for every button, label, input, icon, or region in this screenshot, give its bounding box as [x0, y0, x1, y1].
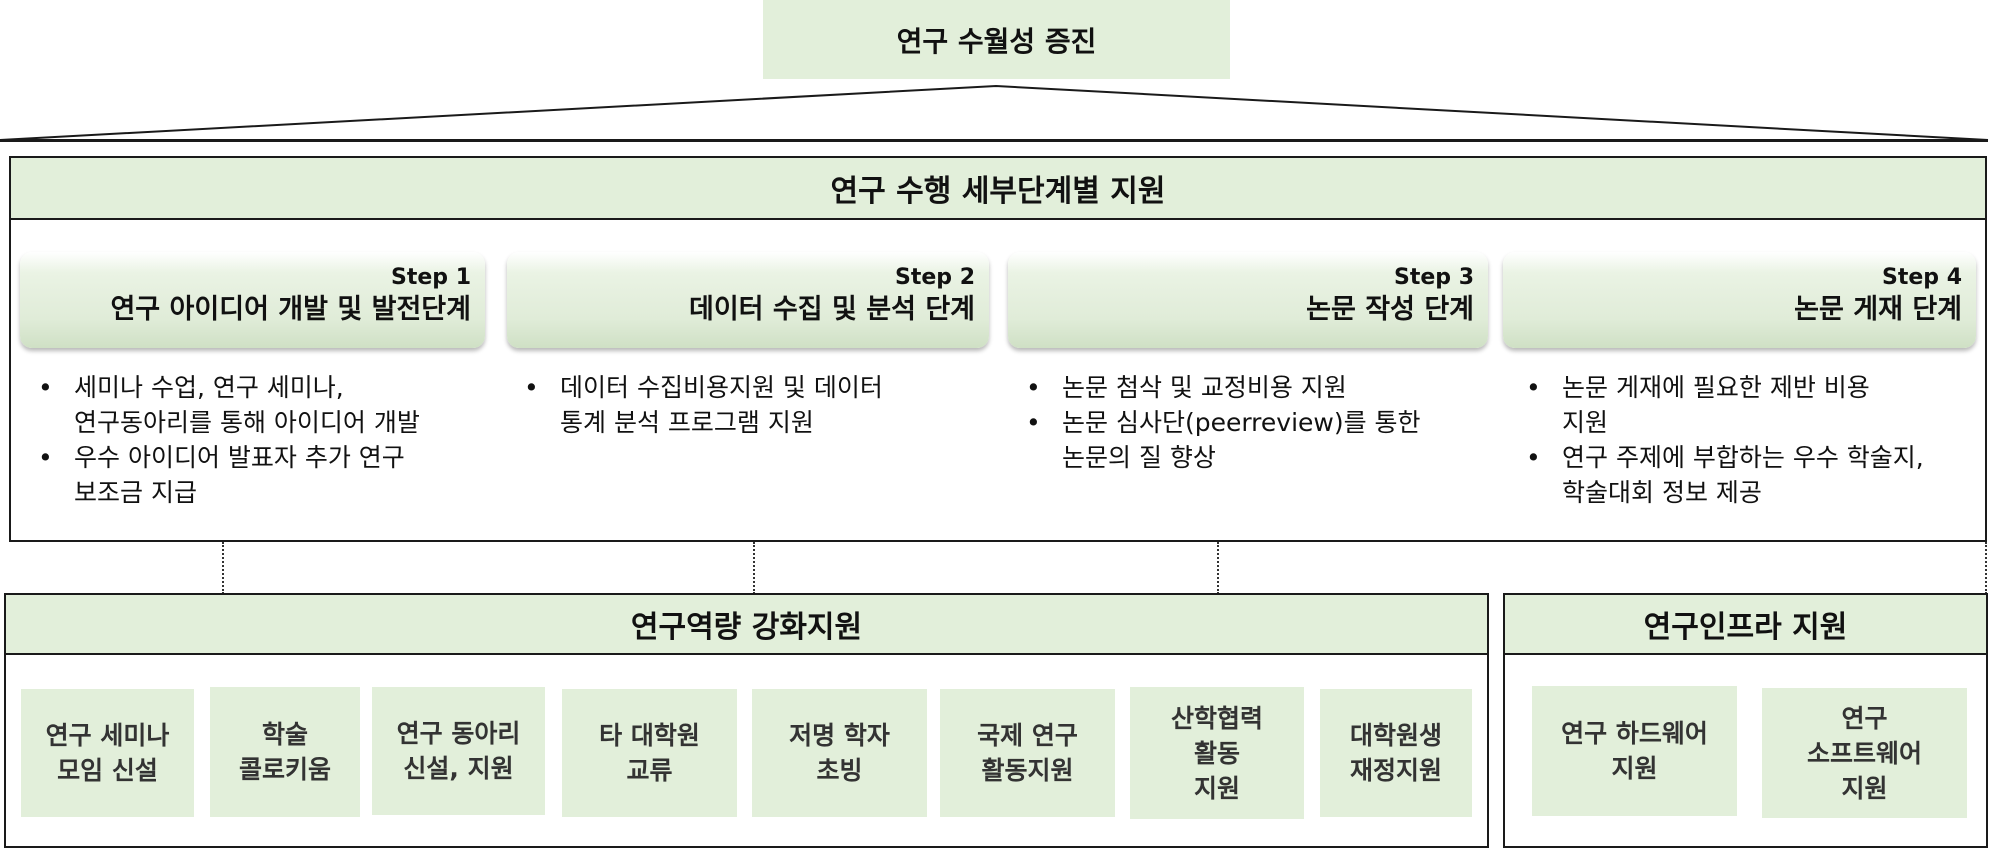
dotted-connector — [222, 542, 224, 594]
step-number: Step 4 — [1882, 265, 1962, 290]
stages-title: 연구 수행 세부단계별 지원 — [830, 174, 1166, 209]
step-title: 논문 게재 단계 — [1794, 294, 1962, 325]
infra-item: 연구 하드웨어 지원 — [1532, 686, 1737, 816]
bullet-item: 데이터 수집비용지원 및 데이터 통계 분석 프로그램 지원 — [522, 370, 992, 440]
bullet-text: 데이터 수집비용지원 및 데이터 통계 분석 프로그램 지원 — [560, 373, 883, 437]
step-card-1: Step 1 연구 아이디어 개발 및 발전단계 — [20, 252, 485, 348]
bullet-item: 논문 게재에 필요한 제반 비용 지원 — [1524, 370, 1990, 440]
infra-item: 연구 소프트웨어 지원 — [1762, 688, 1967, 818]
bullet-item: 논문 심사단(peerreview)를 통한 논문의 질 향상 — [1024, 405, 1504, 475]
goal-title: 연구 수월성 증진 — [896, 24, 1097, 58]
bullet-text: 논문 게재에 필요한 제반 비용 지원 — [1562, 373, 1870, 437]
capacity-item: 학술 콜로키움 — [210, 687, 360, 817]
step-card-3: Step 3 논문 작성 단계 — [1008, 252, 1488, 348]
bullet-item: 우수 아이디어 발표자 추가 연구 보조금 지급 — [36, 440, 496, 510]
capacity-item: 국제 연구 활동지원 — [940, 689, 1115, 817]
step-1-bullets: 세미나 수업, 연구 세미나, 연구동아리를 통해 아이디어 개발 우수 아이디… — [36, 370, 496, 510]
step-number: Step 1 — [391, 265, 471, 290]
bullet-text: 연구 주제에 부합하는 우수 학술지, 학술대회 정보 제공 — [1562, 443, 1924, 507]
infra-header: 연구인프라 지원 — [1503, 593, 1988, 655]
capacity-item: 타 대학원 교류 — [562, 689, 737, 817]
step-4-bullets: 논문 게재에 필요한 제반 비용 지원 연구 주제에 부합하는 우수 학술지, … — [1524, 370, 1990, 510]
bullet-text: 세미나 수업, 연구 세미나, 연구동아리를 통해 아이디어 개발 — [74, 373, 420, 437]
dotted-connector — [1217, 542, 1219, 594]
capacity-header: 연구역량 강화지원 — [4, 593, 1489, 655]
capacity-item: 연구 동아리 신설, 지원 — [372, 687, 545, 815]
step-number: Step 3 — [1394, 265, 1474, 290]
bullet-item: 논문 첨삭 및 교정비용 지원 — [1024, 370, 1504, 405]
dotted-connector — [1985, 542, 1987, 594]
capacity-item: 산학협력 활동 지원 — [1130, 687, 1304, 819]
stages-header: 연구 수행 세부단계별 지원 — [9, 156, 1987, 220]
capacity-item: 연구 세미나 모임 신설 — [21, 689, 194, 817]
bullet-text: 논문 첨삭 및 교정비용 지원 — [1062, 373, 1347, 402]
bullet-item: 연구 주제에 부합하는 우수 학술지, 학술대회 정보 제공 — [1524, 440, 1990, 510]
step-card-2: Step 2 데이터 수집 및 분석 단계 — [507, 252, 989, 348]
goal-box: 연구 수월성 증진 — [763, 0, 1230, 79]
capacity-item: 대학원생 재정지원 — [1320, 689, 1472, 817]
infra-title: 연구인프라 지원 — [1643, 610, 1848, 645]
dotted-connector — [753, 542, 755, 594]
step-3-bullets: 논문 첨삭 및 교정비용 지원 논문 심사단(peerreview)를 통한 논… — [1024, 370, 1504, 475]
step-title: 연구 아이디어 개발 및 발전단계 — [110, 294, 471, 325]
step-number: Step 2 — [895, 265, 975, 290]
bullet-text: 논문 심사단(peerreview)를 통한 논문의 질 향상 — [1062, 408, 1421, 472]
capacity-title: 연구역량 강화지원 — [630, 610, 863, 645]
step-2-bullets: 데이터 수집비용지원 및 데이터 통계 분석 프로그램 지원 — [522, 370, 992, 440]
capacity-item: 저명 학자 초빙 — [752, 689, 927, 817]
step-title: 데이터 수집 및 분석 단계 — [689, 294, 975, 325]
bullet-text: 우수 아이디어 발표자 추가 연구 보조금 지급 — [74, 443, 405, 507]
step-title: 논문 작성 단계 — [1306, 294, 1474, 325]
bullet-item: 세미나 수업, 연구 세미나, 연구동아리를 통해 아이디어 개발 — [36, 370, 496, 440]
step-card-4: Step 4 논문 게재 단계 — [1503, 252, 1976, 348]
